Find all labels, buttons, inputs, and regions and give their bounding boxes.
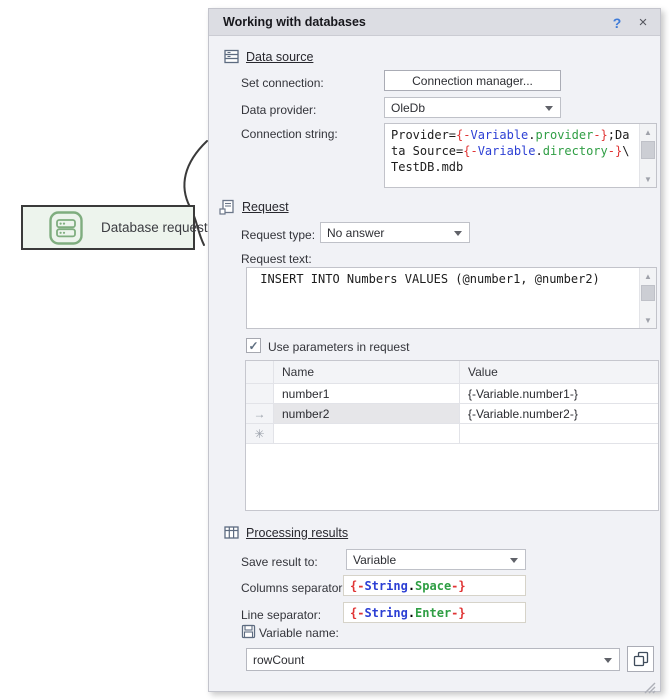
line-separator-value: {-String.Enter-}: [350, 605, 466, 620]
panel-titlebar: Working with databases ? ×: [209, 9, 660, 36]
line-separator-label: Line separator:: [241, 608, 322, 622]
connection-string-scrollbar[interactable]: ▲ ▼: [639, 124, 656, 187]
current-row-arrow-icon: →: [246, 404, 274, 423]
use-parameters-checkbox[interactable]: ✓: [246, 338, 261, 353]
value-column-header[interactable]: Value: [468, 365, 498, 379]
param-value-cell[interactable]: {-Variable.number1-}: [468, 386, 578, 401]
save-result-value: Variable: [353, 552, 397, 567]
scroll-thumb[interactable]: [641, 285, 655, 301]
request-text-label: Request text:: [241, 252, 312, 266]
request-header[interactable]: Request: [242, 200, 289, 214]
data-provider-value: OleDb: [391, 100, 426, 115]
save-variable-icon: [241, 624, 256, 639]
request-type-select[interactable]: No answer: [320, 222, 470, 243]
processing-results-header[interactable]: Processing results: [246, 525, 349, 540]
scroll-up-icon[interactable]: ▲: [644, 271, 652, 281]
table-row[interactable]: → number2 {-Variable.number2-}: [246, 404, 658, 424]
save-result-label: Save result to:: [241, 555, 318, 569]
parameters-table-header: Name Value: [246, 361, 658, 384]
panel-title: Working with databases: [223, 15, 366, 29]
scroll-down-icon[interactable]: ▼: [644, 174, 652, 184]
variable-name-value: rowCount: [253, 652, 305, 667]
scroll-down-icon[interactable]: ▼: [644, 315, 652, 325]
variable-name-combobox[interactable]: rowCount: [246, 648, 620, 671]
table-row-new[interactable]: ✳: [246, 424, 658, 444]
chevron-down-icon: [604, 657, 612, 663]
columns-separator-value: {-String.Space-}: [350, 578, 466, 593]
chevron-down-icon: [545, 105, 553, 111]
request-text-content: INSERT INTO Numbers VALUES (@number1, @n…: [253, 272, 600, 286]
columns-separator-input[interactable]: {-String.Space-}: [343, 575, 526, 596]
request-text-scrollbar[interactable]: ▲ ▼: [639, 268, 656, 328]
data-provider-select[interactable]: OleDb: [384, 97, 561, 118]
request-icon: [219, 199, 234, 215]
chevron-down-icon: [454, 230, 462, 236]
database-icon: [49, 210, 83, 245]
columns-separator-label: Columns separator:: [241, 581, 346, 595]
request-text-textarea[interactable]: INSERT INTO Numbers VALUES (@number1, @n…: [246, 267, 657, 329]
use-parameters-label: Use parameters in request: [268, 340, 410, 354]
set-connection-label: Set connection:: [241, 76, 324, 90]
table-row[interactable]: number1 {-Variable.number1-}: [246, 384, 658, 404]
line-separator-input[interactable]: {-String.Enter-}: [343, 602, 526, 623]
row-indicator-header-cell: [246, 361, 274, 383]
chevron-down-icon: [510, 557, 518, 563]
checkmark-icon: ✓: [248, 338, 259, 353]
data-source-icon: [224, 49, 239, 64]
connection-string-label: Connection string:: [241, 127, 338, 141]
connection-manager-button-label: Connection manager...: [412, 73, 533, 88]
copy-icon: [633, 651, 648, 667]
scroll-up-icon[interactable]: ▲: [644, 127, 652, 137]
close-icon[interactable]: ×: [638, 14, 648, 31]
new-row-asterisk-icon: ✳: [246, 424, 274, 443]
database-request-node[interactable]: Database request: [21, 205, 208, 250]
row-indicator-cell: [246, 384, 274, 403]
help-icon[interactable]: ?: [612, 14, 622, 31]
properties-panel: Working with databases ? × Data source S…: [208, 8, 661, 694]
node-label: Database request: [101, 220, 208, 235]
section-processing-results: Processing results: [223, 524, 348, 541]
save-result-select[interactable]: Variable: [346, 549, 526, 570]
section-request: Request: [218, 198, 289, 216]
variable-name-label: Variable name:: [259, 626, 339, 640]
param-name-cell[interactable]: [274, 424, 460, 443]
name-column-header[interactable]: Name: [274, 361, 460, 383]
connection-manager-button[interactable]: Connection manager...: [384, 70, 561, 91]
param-value-cell[interactable]: [460, 424, 658, 443]
copy-variable-button[interactable]: [627, 646, 654, 672]
section-data-source: Data source: [223, 48, 313, 65]
request-type-label: Request type:: [241, 228, 316, 242]
param-value-cell[interactable]: {-Variable.number2-}: [468, 406, 578, 421]
resize-grip[interactable]: [643, 681, 656, 694]
scroll-thumb[interactable]: [641, 141, 655, 159]
parameters-table: Name Value number1 {-Variable.number1-} …: [245, 360, 659, 511]
request-type-value: No answer: [327, 225, 385, 240]
data-source-header[interactable]: Data source: [246, 49, 314, 64]
param-name-cell[interactable]: number2: [274, 404, 460, 423]
data-provider-label: Data provider:: [241, 103, 317, 117]
processing-results-icon: [224, 526, 239, 539]
param-name-cell[interactable]: number1: [274, 384, 460, 403]
